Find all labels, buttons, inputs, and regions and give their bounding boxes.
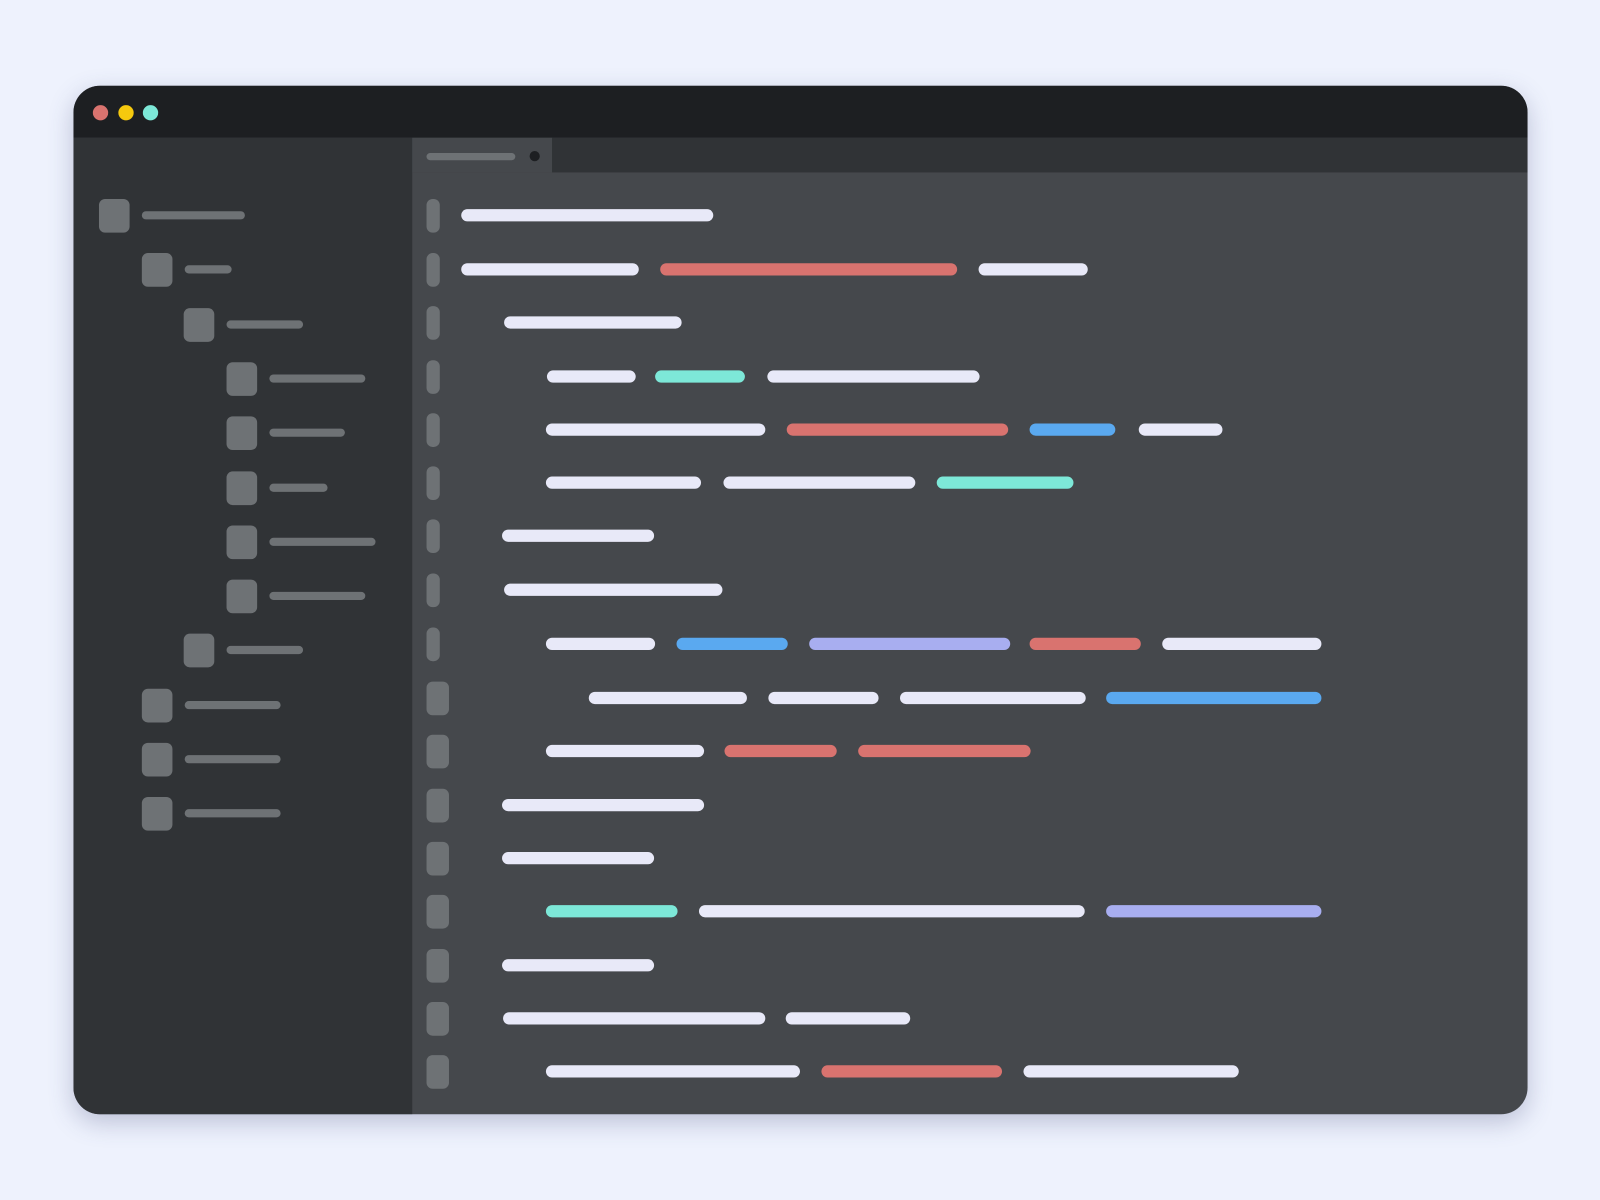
tree-item-label[interactable] bbox=[269, 428, 345, 437]
gutter-marker[interactable] bbox=[426, 948, 449, 983]
code-token bbox=[1106, 905, 1322, 918]
gutter-marker[interactable] bbox=[426, 788, 449, 823]
gutter-marker[interactable] bbox=[426, 198, 440, 233]
tree-item-label[interactable] bbox=[184, 700, 281, 709]
tree-item-label[interactable] bbox=[269, 537, 376, 546]
code-token bbox=[821, 1065, 1003, 1078]
code-token bbox=[698, 905, 1085, 918]
code-token bbox=[936, 476, 1074, 489]
gutter-marker[interactable] bbox=[426, 519, 440, 554]
editor-window bbox=[73, 85, 1528, 1115]
file-icon[interactable] bbox=[226, 525, 258, 559]
tree-item-label[interactable] bbox=[269, 483, 328, 492]
code-token bbox=[588, 691, 747, 705]
gutter-marker[interactable] bbox=[426, 360, 440, 394]
code-token bbox=[502, 798, 705, 812]
code-token bbox=[1023, 1065, 1239, 1078]
code-token bbox=[858, 744, 1031, 758]
code-token bbox=[461, 263, 639, 276]
gutter-marker[interactable] bbox=[426, 413, 440, 447]
file-icon[interactable] bbox=[226, 362, 258, 396]
gutter-marker[interactable] bbox=[426, 306, 440, 340]
code-token bbox=[1029, 423, 1116, 436]
tab-bar bbox=[412, 137, 1528, 173]
title-bar bbox=[73, 85, 1528, 138]
maximize-button[interactable] bbox=[142, 105, 159, 121]
folder-icon[interactable] bbox=[184, 307, 215, 342]
tree-item-label[interactable] bbox=[269, 591, 366, 601]
gutter-marker[interactable] bbox=[426, 894, 449, 929]
file-icon[interactable] bbox=[226, 470, 258, 505]
file-icon[interactable] bbox=[226, 416, 258, 451]
gutter-marker[interactable] bbox=[426, 1002, 449, 1036]
code-token bbox=[723, 476, 916, 489]
code-token bbox=[546, 370, 636, 383]
code-token bbox=[461, 209, 714, 222]
gutter-marker[interactable] bbox=[426, 734, 449, 769]
gutter-marker[interactable] bbox=[426, 1055, 449, 1089]
code-token bbox=[676, 637, 788, 650]
code-token bbox=[655, 370, 745, 383]
code-token bbox=[786, 423, 1009, 436]
code-token bbox=[1106, 691, 1322, 705]
close-button[interactable] bbox=[92, 105, 109, 121]
folder-icon[interactable] bbox=[141, 688, 173, 723]
folder-icon[interactable] bbox=[141, 253, 173, 288]
code-token bbox=[545, 637, 656, 650]
gutter-marker[interactable] bbox=[426, 841, 449, 876]
folder-icon[interactable] bbox=[141, 742, 173, 777]
code-token bbox=[545, 423, 766, 436]
gutter-marker[interactable] bbox=[426, 681, 449, 716]
code-token bbox=[504, 583, 723, 596]
gutter-marker[interactable] bbox=[426, 466, 440, 500]
code-token bbox=[504, 316, 682, 329]
code-token bbox=[785, 1012, 911, 1025]
code-token bbox=[545, 1065, 800, 1078]
code-token bbox=[660, 263, 958, 276]
code-token bbox=[545, 905, 678, 918]
code-token bbox=[545, 744, 705, 758]
gutter-marker[interactable] bbox=[426, 573, 440, 608]
folder-icon[interactable] bbox=[141, 797, 173, 831]
tree-item-label[interactable] bbox=[184, 755, 281, 764]
code-token bbox=[768, 691, 879, 705]
file-icon[interactable] bbox=[226, 579, 258, 614]
code-token bbox=[899, 691, 1086, 705]
code-token bbox=[1029, 637, 1141, 650]
code-token bbox=[502, 529, 655, 542]
code-token bbox=[809, 637, 1011, 650]
tree-item-label[interactable] bbox=[141, 211, 245, 220]
folder-icon[interactable] bbox=[184, 634, 215, 668]
code-token bbox=[503, 1012, 766, 1025]
code-token bbox=[502, 959, 655, 972]
tree-item-label[interactable] bbox=[226, 319, 304, 329]
code-token bbox=[1138, 423, 1223, 436]
tree-item-label[interactable] bbox=[226, 646, 304, 655]
code-token bbox=[767, 370, 980, 383]
tree-item-label[interactable] bbox=[184, 809, 281, 818]
file-tree-sidebar bbox=[73, 137, 413, 1115]
code-token bbox=[978, 263, 1088, 276]
code-token bbox=[545, 476, 702, 489]
folder-icon[interactable] bbox=[98, 198, 130, 233]
editor-tab-active[interactable] bbox=[412, 137, 553, 173]
tree-item-label[interactable] bbox=[269, 374, 366, 383]
code-token bbox=[1162, 637, 1322, 650]
tab-label-placeholder bbox=[426, 153, 516, 161]
gutter-marker[interactable] bbox=[426, 253, 440, 287]
unsaved-dot-icon[interactable] bbox=[529, 151, 540, 162]
tree-item-label[interactable] bbox=[184, 265, 232, 274]
gutter-marker[interactable] bbox=[426, 627, 440, 662]
code-token bbox=[502, 852, 655, 865]
code-token bbox=[724, 744, 837, 758]
minimize-button[interactable] bbox=[118, 105, 134, 121]
